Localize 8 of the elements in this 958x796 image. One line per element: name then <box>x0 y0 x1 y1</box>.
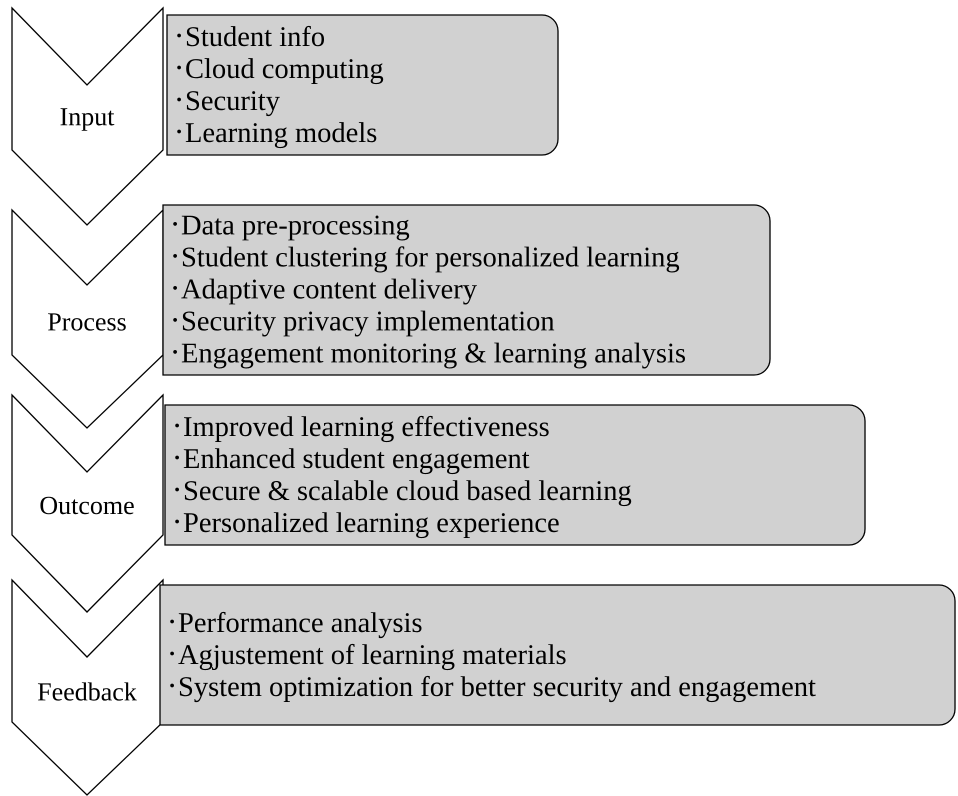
chevron-step: Feedback <box>11 578 164 796</box>
bullet-list-box: Data pre-processing Student clustering for personalized learning Adaptive content delivery Security privacy implementation Engagement monitoring & learning analysis <box>162 204 771 376</box>
bullet-list-box: Student info Cloud computing Security Learning models <box>166 14 559 156</box>
bullet-list-box: Improved learning effectiveness Enhanced student engagement Secure & scalable cloud based learning Personalized learning experience <box>164 404 866 546</box>
chevron-step: Outcome <box>11 393 164 613</box>
bullet-list-box: Performance analysis Agjustement of learning materials System optimization for better security and engagement <box>159 584 956 726</box>
chevron-step: Input <box>11 6 164 226</box>
chevron-step: Process <box>11 208 164 429</box>
